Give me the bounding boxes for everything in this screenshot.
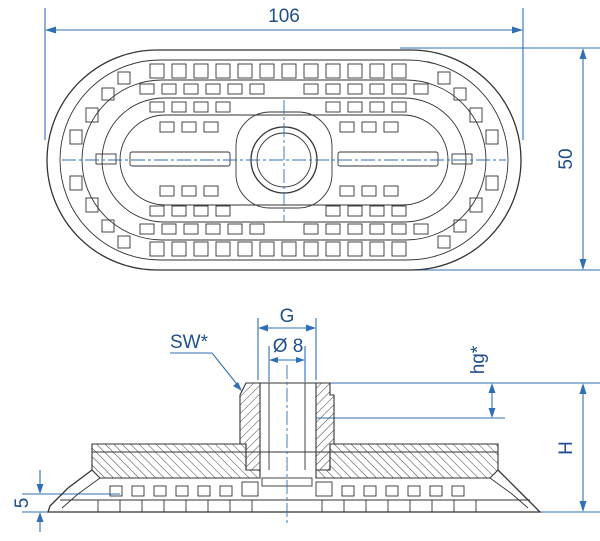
wrench-size-label: SW* [170, 332, 209, 353]
height-label: 50 [556, 148, 577, 169]
suction-lip [47, 469, 542, 513]
side-view: G Ø 8 SW* hg* H 5 [12, 306, 600, 532]
width-label: 106 [268, 6, 300, 27]
pad-outline [46, 49, 522, 271]
height-h-label: H [556, 441, 577, 455]
base-plate [91, 443, 261, 479]
diameter-label: Ø 8 [273, 336, 304, 357]
top-view: 106 50 [44, 6, 600, 271]
thread-label: G [280, 306, 295, 327]
lip-height-label: 5 [12, 498, 33, 509]
thread-depth-label: hg* [468, 345, 489, 374]
